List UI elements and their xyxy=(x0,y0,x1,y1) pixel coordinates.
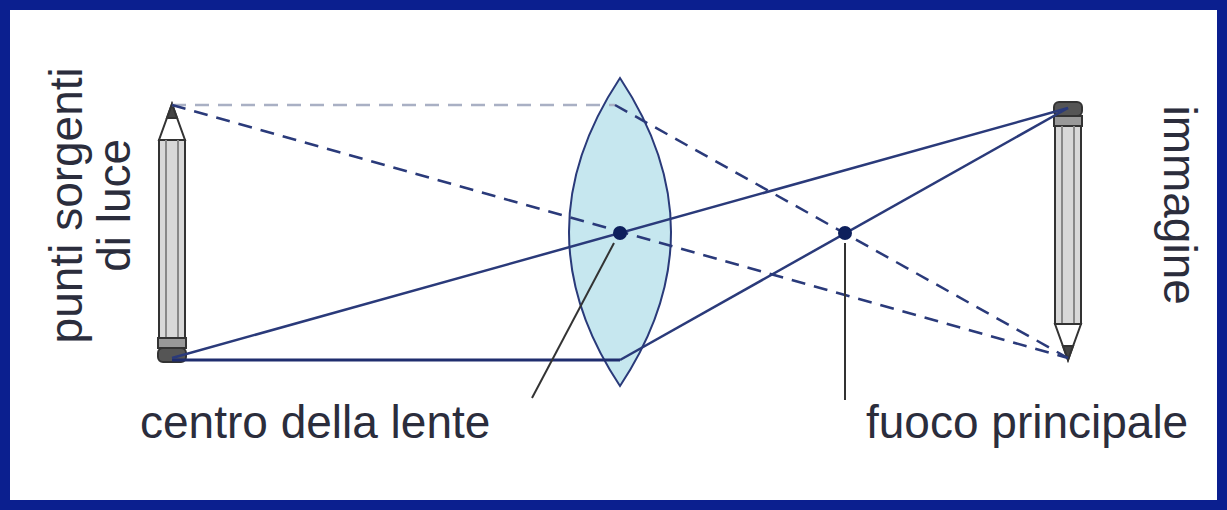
lens-center-label: centro della lente xyxy=(140,398,540,446)
source-label: punti sorgenti di luce xyxy=(42,55,139,355)
focus-label: fuoco principale xyxy=(866,398,1216,446)
object-pencil xyxy=(158,104,186,362)
frame xyxy=(5,5,1222,505)
focus-dot xyxy=(838,226,852,240)
light-rays xyxy=(172,105,1068,360)
image-label: immagine xyxy=(1156,75,1204,335)
lens-center-dot xyxy=(613,226,627,240)
leader-line xyxy=(844,243,846,400)
image-pencil xyxy=(1054,102,1082,360)
leader-line xyxy=(532,243,614,398)
